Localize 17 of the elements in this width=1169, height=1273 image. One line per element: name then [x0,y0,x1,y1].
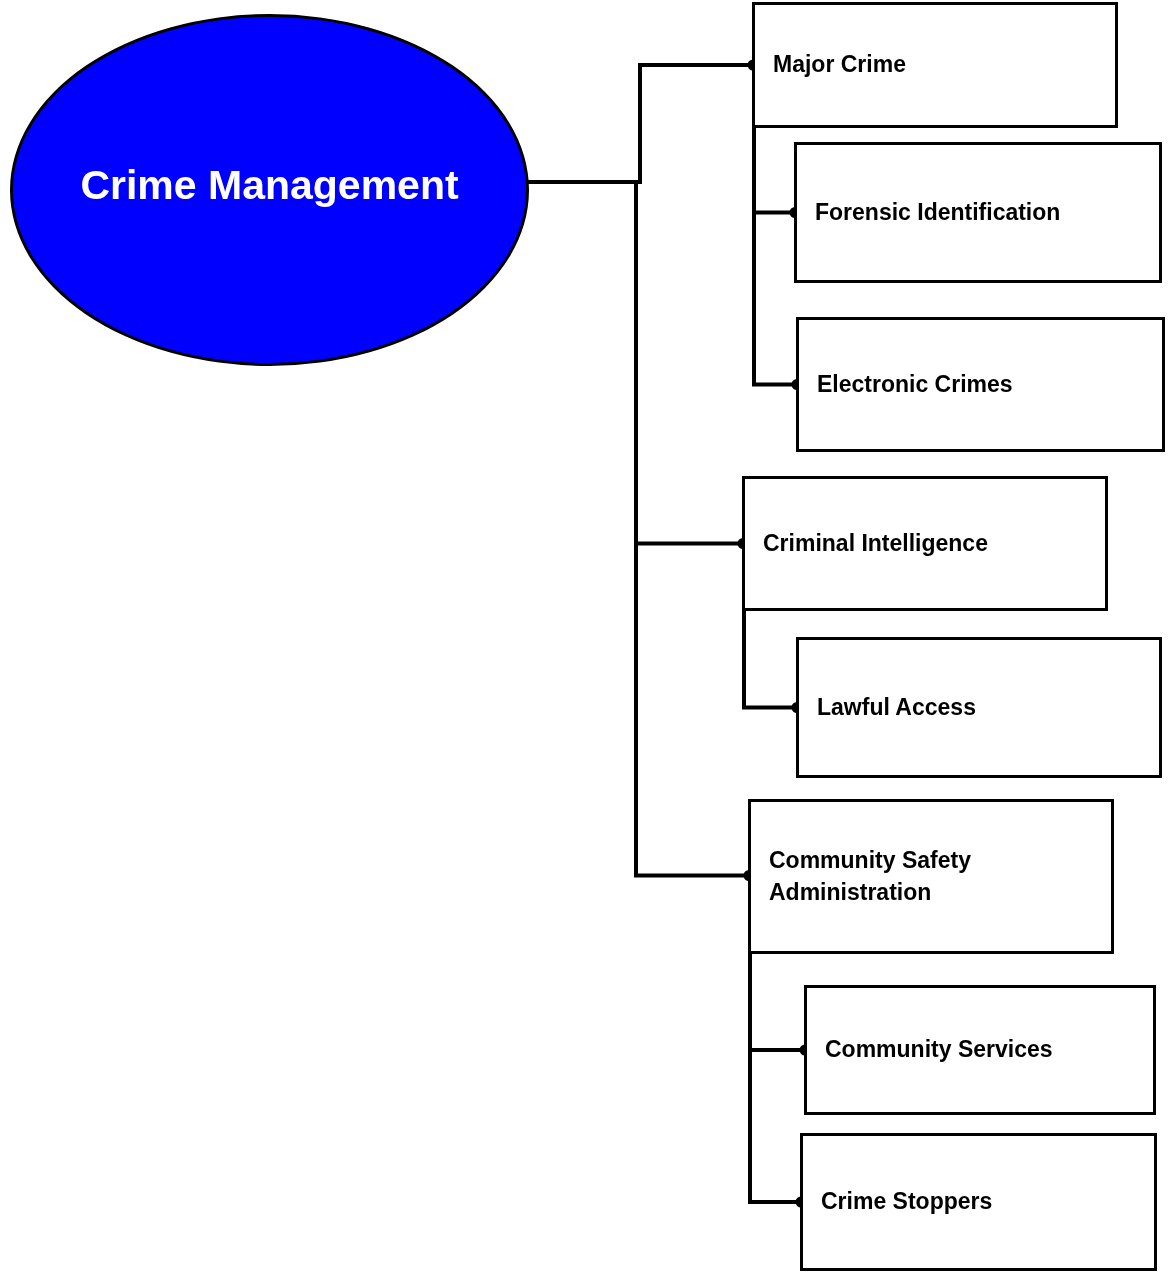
box-label: Forensic Identification [815,197,1061,227]
process-box [796,317,1165,452]
process-box [800,1133,1157,1271]
box-label: Crime Stoppers [821,1187,993,1217]
process-box [794,142,1162,283]
process-box [742,476,1108,611]
process-box [804,985,1156,1115]
box-label: Community Services [825,1035,1053,1065]
process-box [748,799,1114,954]
process-box [752,2,1118,128]
box-label: Community Safety Administration [769,846,972,907]
process-box [796,637,1162,778]
box-label: Lawful Access [817,692,976,722]
box-label: Criminal Intelligence [763,528,988,558]
ellipse-label: Crime Management [80,161,459,209]
box-label: Electronic Crimes [817,369,1013,399]
box-label: Major Crime [773,50,906,80]
